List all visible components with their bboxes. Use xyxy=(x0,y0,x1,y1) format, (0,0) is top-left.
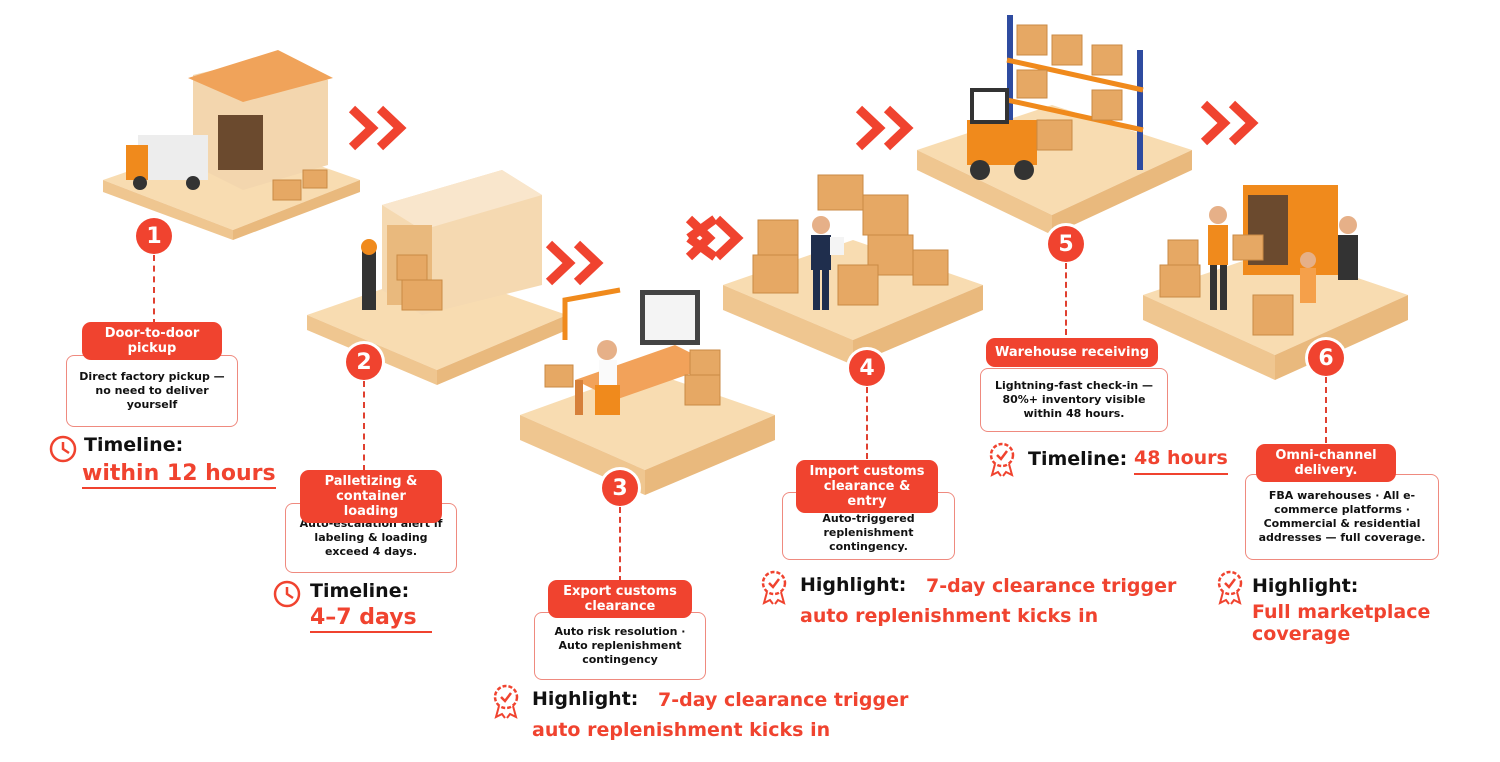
timeline-value: within 12 hours xyxy=(82,461,276,489)
award-badge-icon xyxy=(761,570,787,605)
step-description-warehouse-receiving: Lightning-fast check-in — 80%+ inventory… xyxy=(980,368,1168,432)
clock-icon xyxy=(273,580,301,608)
highlight-value-line1: Full marketplace xyxy=(1252,601,1431,623)
award-badge-icon xyxy=(493,684,519,719)
scene-5-warehouse-forklift xyxy=(917,15,1192,235)
scene-1-factory-pickup xyxy=(103,50,360,240)
step-number-4: 4 xyxy=(849,350,885,386)
double-chevron-right-icon xyxy=(685,215,744,261)
highlight-value-line2: auto replenishment kicks in xyxy=(800,605,1099,627)
scene-6-delivery xyxy=(1143,185,1408,380)
timeline-value: 4–7 days xyxy=(310,605,432,633)
award-badge-icon xyxy=(1217,570,1243,605)
connector-line xyxy=(866,387,868,459)
timeline-label: Timeline: xyxy=(1028,448,1128,470)
step-number-1: 1 xyxy=(136,218,172,254)
connector-line xyxy=(363,381,365,471)
double-chevron-right-icon xyxy=(855,105,914,151)
timeline-value: 48 hours xyxy=(1134,444,1228,475)
step-description-omni-channel: FBA warehouses · All e-commerce platform… xyxy=(1245,474,1439,560)
highlight-value-line2: auto replenishment kicks in xyxy=(532,719,831,741)
timeline-label: Timeline: xyxy=(310,580,410,602)
step-description-pickup: Direct factory pickup — no need to deliv… xyxy=(66,355,238,427)
double-chevron-right-icon xyxy=(545,240,604,286)
step-title-export-customs: Export customs clearance xyxy=(548,580,692,618)
highlight-label: Highlight: xyxy=(1252,575,1359,597)
connector-line xyxy=(1325,377,1327,443)
step-title-palletizing: Palletizing & container loading xyxy=(300,470,442,523)
clock-icon xyxy=(49,435,77,463)
highlight-label: Highlight: xyxy=(532,688,639,710)
step-number-5: 5 xyxy=(1048,226,1084,262)
connector-line xyxy=(153,255,155,325)
scene-2-container-loading xyxy=(307,170,567,385)
scene-4-import-customs xyxy=(723,174,983,365)
step-title-omni-channel: Omni-channel delivery. xyxy=(1256,444,1396,482)
connector-line xyxy=(1065,263,1067,335)
step-title-import-customs: Import customs clearance & entry xyxy=(796,460,938,513)
double-chevron-right-icon xyxy=(348,105,407,151)
highlight-label: Highlight: xyxy=(800,574,907,596)
highlight-value-line1: 7-day clearance trigger xyxy=(926,575,1177,597)
connector-line xyxy=(619,507,621,582)
highlight-value-line1: 7-day clearance trigger xyxy=(658,689,909,711)
step-description-export-customs: Auto risk resolution · Auto replenishmen… xyxy=(534,612,706,680)
timeline-label: Timeline: xyxy=(84,434,184,456)
step-number-2: 2 xyxy=(346,344,382,380)
step-number-6: 6 xyxy=(1308,340,1344,376)
step-title-pickup: Door-to-door pickup xyxy=(82,322,222,360)
highlight-value-line2: coverage xyxy=(1252,623,1351,645)
double-chevron-right-icon xyxy=(1200,100,1259,146)
step-title-warehouse-receiving: Warehouse receiving xyxy=(986,338,1158,367)
step-number-3: 3 xyxy=(602,470,638,506)
award-badge-icon xyxy=(989,442,1015,477)
